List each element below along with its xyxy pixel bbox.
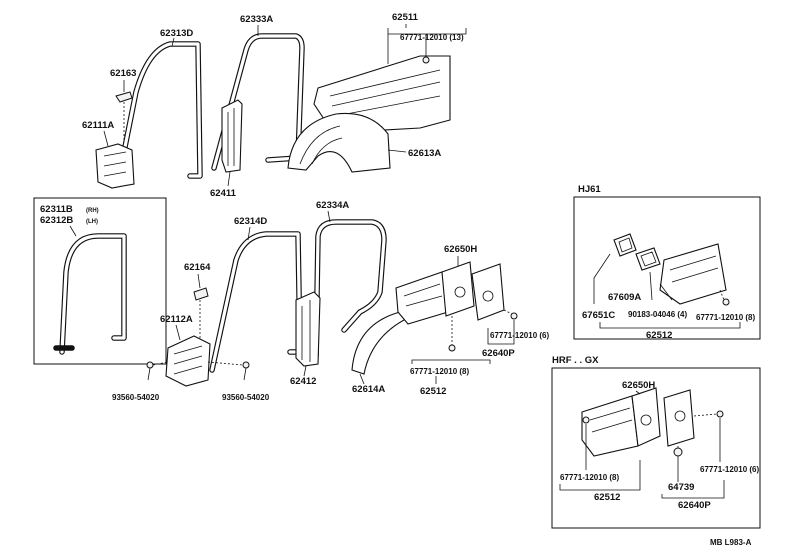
arch-62614A[interactable] <box>351 311 414 375</box>
weatherstrip-62314D[interactable] <box>209 231 303 373</box>
clip-67771-mid-right[interactable] <box>510 312 518 320</box>
label-62164: 62164 <box>184 262 211 273</box>
label-90183: 90183-04046 (4) <box>628 310 687 319</box>
wheelhouse-62613A[interactable] <box>287 112 391 173</box>
box-62311B <box>33 197 167 365</box>
label-67771-6-hrf: 67771-12010 (6) <box>700 465 759 474</box>
drawing-code: MB L983-A <box>710 538 752 547</box>
box-hj61 <box>573 196 761 340</box>
screw-93560-left[interactable] <box>146 361 154 369</box>
label-62640P-hrf: 62640P <box>678 500 711 511</box>
label-lh: (LH) <box>86 219 98 225</box>
label-62314D: 62314D <box>234 216 267 227</box>
clip-67771-hrf-right[interactable] <box>716 410 724 418</box>
panel-62111A[interactable] <box>95 143 135 189</box>
label-93560-left: 93560-54020 <box>112 393 160 402</box>
label-hj61: HJ61 <box>578 184 601 195</box>
clip-67771-hrf-left[interactable] <box>582 416 590 424</box>
clip-62163[interactable] <box>115 91 133 103</box>
weatherstrip-62333A[interactable] <box>211 33 305 171</box>
label-62334A: 62334A <box>316 200 349 211</box>
part-64739[interactable] <box>673 447 683 457</box>
panel-62112A[interactable] <box>165 335 211 387</box>
panel-62650H-hrf[interactable] <box>631 387 661 447</box>
label-62512-hrf: 62512 <box>594 492 620 503</box>
label-hrf-gx: HRF . . GX <box>552 355 599 366</box>
clip-67771-mid-left[interactable] <box>448 344 456 352</box>
label-67609A: 67609A <box>608 292 641 303</box>
label-67771-8-hrf: 67771-12010 (8) <box>560 473 619 482</box>
label-67771-8-hj: 67771-12010 (8) <box>696 313 755 322</box>
panel-62512-hj[interactable] <box>659 243 727 305</box>
weatherstrip-62311B[interactable] <box>53 233 127 355</box>
label-62511: 62511 <box>392 12 419 23</box>
panel-62512-hrf[interactable] <box>581 395 639 457</box>
trim-62411[interactable] <box>221 99 243 173</box>
label-62650H: 62650H <box>444 244 477 255</box>
label-62512-hj: 62512 <box>646 330 672 341</box>
label-62411: 62411 <box>210 188 237 199</box>
label-64739: 64739 <box>668 482 694 493</box>
screw-93560-right[interactable] <box>242 361 250 369</box>
clip-67771-hj[interactable] <box>722 298 730 306</box>
panel-62640P[interactable] <box>471 263 505 321</box>
label-62614A: 62614A <box>352 384 385 395</box>
part-67651C[interactable] <box>613 233 637 257</box>
label-67651C: 67651C <box>582 310 615 321</box>
trim-62412[interactable] <box>295 291 321 367</box>
box-hrf-gx <box>551 367 761 529</box>
label-62613A: 62613A <box>408 148 441 159</box>
label-62111A: 62111A <box>82 120 114 131</box>
clip-62164[interactable] <box>193 287 209 301</box>
label-62313D: 62313D <box>160 28 193 39</box>
label-93560-right: 93560-54020 <box>222 393 270 402</box>
label-62333A: 62333A <box>240 14 273 25</box>
label-67771-6-mid: 67771-12010 (6) <box>490 331 549 340</box>
weatherstrip-62334A[interactable] <box>313 219 387 359</box>
weatherstrip-62313D[interactable] <box>115 41 203 185</box>
label-62112A: 62112A <box>160 314 193 325</box>
label-67771-8-mid: 67771-12010 (8) <box>410 367 469 376</box>
label-rh: (RH) <box>86 208 99 214</box>
panel-62640P-hrf[interactable] <box>663 389 695 447</box>
label-62311B: 62311B <box>40 204 73 215</box>
label-62640P-mid: 62640P <box>482 348 515 359</box>
label-62163: 62163 <box>110 68 136 79</box>
panel-62650H[interactable] <box>441 261 475 317</box>
label-62412: 62412 <box>290 376 316 387</box>
label-62512-mid: 62512 <box>420 386 446 397</box>
clip-67771-top[interactable] <box>422 56 430 64</box>
label-62312B: 62312B <box>40 215 73 226</box>
label-62650H-hrf: 62650H <box>622 380 655 391</box>
panel-62512-mid[interactable] <box>395 271 449 325</box>
label-67771-13: 67771-12010 (13) <box>400 33 464 42</box>
part-67609A[interactable] <box>635 247 661 271</box>
